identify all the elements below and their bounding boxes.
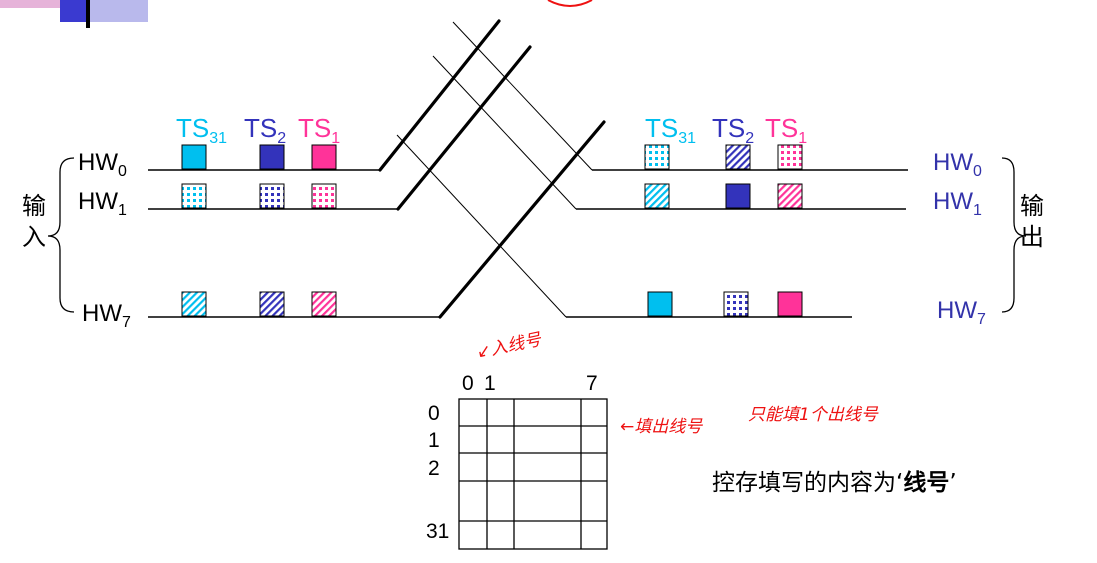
- slot-in-hw7-ts31: [181, 291, 207, 317]
- cm-row-label-0: 0: [428, 402, 440, 425]
- cm-row-label-31: 31: [426, 520, 449, 543]
- slot-out-hw0-ts2: [725, 144, 751, 170]
- output-hw1-label: HW1: [933, 188, 982, 219]
- slot-in-hw0-ts2: [259, 144, 285, 170]
- output-ts1-label: TS1: [765, 113, 807, 147]
- slot-in-hw0-ts1: [311, 144, 337, 170]
- bar-hw1: [396, 45, 532, 211]
- cm-row-label-1: 1: [428, 429, 440, 452]
- slot-out-hw0-ts1: [777, 144, 803, 170]
- output-group-label-2: 出: [1020, 223, 1044, 251]
- slot-in-hw1-ts1: [311, 183, 337, 209]
- slot-out-hw0-ts31: [644, 144, 670, 170]
- handwritten-fill-note: ←填出线号: [620, 417, 703, 437]
- output-ts2-label: TS2: [712, 113, 754, 147]
- cm-col-label-1: 1: [484, 372, 496, 395]
- output-ts31-label: TS31: [645, 113, 696, 147]
- slot-out-hw1-ts31: [644, 183, 670, 209]
- slot-out-hw7-ts31: [647, 291, 673, 317]
- input-group-label-2: 入: [22, 223, 46, 251]
- slot-out-hw1-ts2: [725, 183, 751, 209]
- slot-out-hw1-ts1: [777, 183, 803, 209]
- input-group-label-1: 输: [22, 192, 46, 220]
- slot-in-hw7-ts1: [311, 291, 337, 317]
- slot-out-hw7-ts1: [777, 291, 803, 317]
- output-hw7-label: HW7: [937, 297, 986, 328]
- bar-hw7: [438, 120, 606, 319]
- cm-col-label-7: 7: [586, 372, 598, 395]
- handwritten-one-note: 只能填1个出线号: [748, 405, 879, 425]
- red-circle-fragment: [547, 0, 593, 7]
- output-group-label-1: 输: [1020, 192, 1044, 220]
- slide-corner-decoration: [0, 0, 148, 28]
- cm-col-label-0: 0: [462, 372, 474, 395]
- switch-bars: [378, 19, 606, 319]
- cm-row-label-2: 2: [428, 457, 440, 480]
- slot-in-hw1-ts2: [259, 183, 285, 209]
- input-ts2-label: TS2: [244, 113, 286, 147]
- slot-out-hw7-ts2: [723, 291, 749, 317]
- slot-in-hw7-ts2: [259, 291, 285, 317]
- handwritten-input-line-note: ↙入线号: [475, 330, 544, 363]
- caption: 控存填写的内容为‘线号’: [712, 469, 957, 496]
- input-hw0-label: HW0: [78, 149, 127, 180]
- output-brace: [1001, 157, 1027, 313]
- input-brace: [47, 157, 75, 313]
- bar-hw0: [378, 19, 501, 172]
- input-hw1-label: HW1: [78, 188, 127, 219]
- slot-in-hw1-ts31: [181, 183, 207, 209]
- input-hw7-label: HW7: [82, 300, 131, 331]
- input-ts1-label: TS1: [298, 113, 340, 147]
- output-hw0-label: HW0: [933, 149, 982, 180]
- highway-lines: [148, 169, 908, 318]
- slot-in-hw0-ts31: [181, 144, 207, 170]
- input-ts31-label: TS31: [176, 113, 227, 147]
- control-memory-table: [458, 398, 608, 550]
- time-slot-squares: [181, 144, 803, 317]
